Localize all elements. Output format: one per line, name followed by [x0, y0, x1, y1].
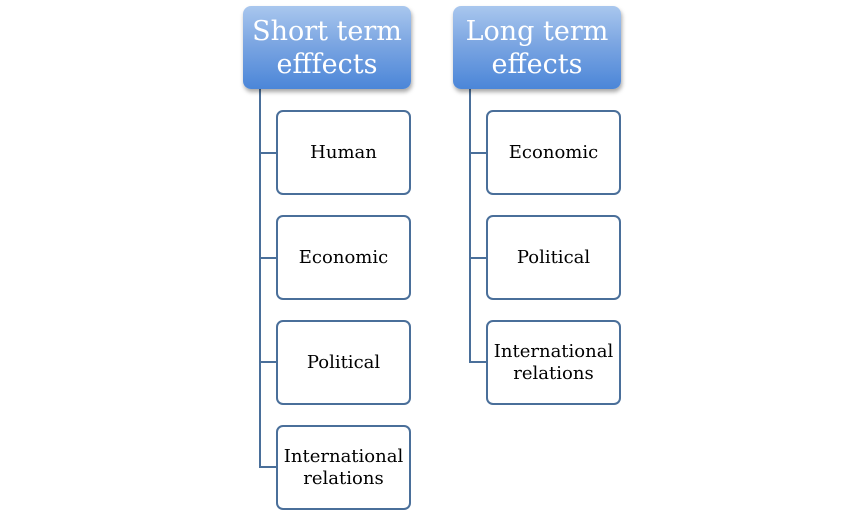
node-long-political-label: Political — [516, 246, 591, 268]
node-long-political: Political — [486, 215, 621, 300]
node-long-economic: Economic — [486, 110, 621, 195]
node-long-international-label-line-1: International — [493, 340, 614, 362]
node-short-human: Human — [276, 110, 411, 195]
header-long-term-line-2: effects — [491, 48, 583, 80]
node-short-international-label-line-1: International — [283, 445, 404, 467]
node-long-international-relations: International relations — [486, 320, 621, 405]
header-short-term: Short term efffects — [243, 6, 411, 89]
node-short-economic: Economic — [276, 215, 411, 300]
node-short-political-label: Political — [306, 351, 381, 373]
node-short-international-label-line-2: relations — [303, 467, 384, 489]
header-short-term-line-1: Short term — [252, 15, 402, 47]
node-long-international-label-line-2: relations — [513, 362, 594, 384]
node-short-political: Political — [276, 320, 411, 405]
header-short-term-line-2: efffects — [276, 48, 378, 80]
header-long-term: Long term effects — [453, 6, 621, 89]
header-long-term-line-1: Long term — [465, 15, 609, 47]
node-long-economic-label: Economic — [508, 141, 599, 163]
node-short-international-relations: International relations — [276, 425, 411, 510]
node-short-human-label: Human — [310, 141, 377, 163]
node-short-economic-label: Economic — [298, 246, 389, 268]
